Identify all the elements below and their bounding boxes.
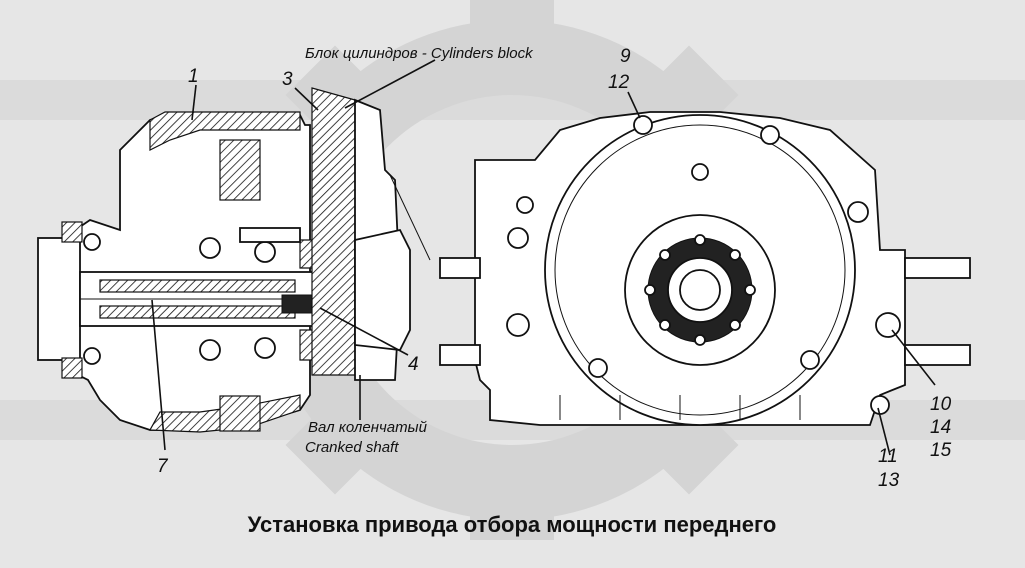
callout-14: 14: [930, 417, 951, 438]
crankshaft-label-en: Cranked shaft: [305, 439, 399, 456]
cylinders-block-label: Блок цилиндров - Cylinders block: [305, 45, 534, 62]
pto-section-view: [37, 87, 431, 433]
callout-3: 3: [282, 69, 293, 90]
callout-10: 10: [930, 394, 952, 415]
callout-13: 13: [878, 470, 900, 491]
callout-11: 11: [878, 446, 898, 467]
callout-7: 7: [157, 456, 169, 477]
callout-1: 1: [188, 66, 199, 87]
figure-caption: Установка привода отбора мощности передн…: [248, 512, 777, 537]
callout-9: 9: [620, 46, 631, 67]
crankshaft-label-ru: Вал коленчатый: [308, 419, 428, 436]
callout-15: 15: [930, 440, 952, 461]
callout-12: 12: [608, 72, 630, 93]
callout-leaders: [151, 59, 936, 456]
labels: Блок цилиндров - Cylinders block Вал кол…: [157, 45, 952, 491]
pto-front-view: [439, 111, 971, 426]
callout-4: 4: [408, 354, 419, 375]
